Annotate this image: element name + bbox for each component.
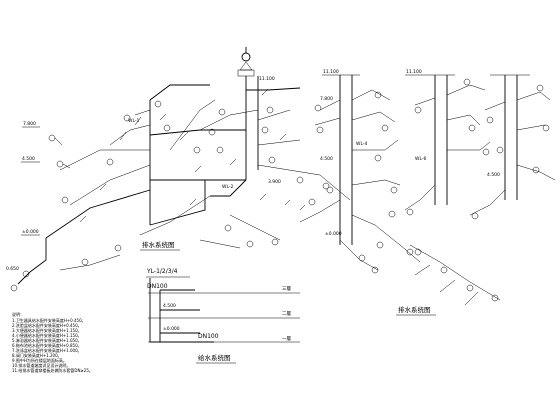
elevation-label: ±0.000 — [325, 231, 342, 237]
drawing-caption: 给水系统图 — [198, 353, 231, 362]
elevation-label: 4.500 — [163, 303, 176, 309]
vent-cap-icon — [237, 47, 255, 77]
elevation-label: 0.650 — [6, 266, 19, 272]
right-drainage-system: 11.100 WL-6 4.500 — [396, 69, 556, 316]
note-line: 11.给排水管道穿楼板处做防水套管DN≥25。 — [12, 367, 93, 373]
elevation-label: ±0.000 — [163, 326, 180, 332]
supply-riser-diagram: YL-1/2/3/4 DN100 4.500 ±0.000 DN100 三層 二… — [146, 268, 300, 364]
note-line: 2.洗脸盆给水配件安装高度H+0.450。 — [12, 322, 82, 328]
elevation-label: 4.500 — [487, 172, 500, 178]
elevation-label: 4.500 — [22, 156, 35, 162]
notes-heading: 说明： — [12, 311, 24, 317]
elevation-label: 3.900 — [268, 179, 281, 185]
left-drainage-system: 7.800 4.500 ±0.000 11.100 3.900 0.650 WL… — [6, 47, 351, 292]
pipe-tag: WL-4 — [356, 141, 368, 147]
pipe-tag: WL-2 — [222, 184, 234, 190]
note-line: 5.淋浴器给水配件安装高度H+1.050。 — [12, 337, 82, 343]
floor-label: 二層 — [282, 311, 291, 317]
trap-marker-icon — [406, 78, 550, 220]
floor-label: 三層 — [282, 286, 291, 292]
notes-block: 说明： 1.卫生器具给水配件安装高度H+0.450。 2.洗脸盆给水配件安装高度… — [12, 311, 93, 373]
middle-drainage-system: 11.100 WL-4 7.800 4.500 ±0.000 — [299, 69, 421, 274]
note-line: 1.卫生器具给水配件安装高度H+0.450。 — [12, 317, 86, 323]
note-line: 6.拖布池给水配件安装高度H+0.850。 — [12, 342, 82, 348]
note-line: 3.大便器给水配件安装高度H+1.150。 — [12, 327, 82, 333]
elevation-label: ±0.000 — [22, 229, 39, 235]
elevation-label: 7.800 — [23, 121, 36, 127]
note-line: 8.阀门安装高度H+1.200。 — [12, 352, 62, 358]
pipe-size-label: DN100 — [198, 333, 219, 340]
note-line: 7.洗涤盆给水配件安装高度H+1.000。 — [12, 347, 82, 353]
trap-marker-icon — [10, 100, 330, 292]
floor-label: 一層 — [282, 336, 291, 342]
drawing-caption: 排水系统图 — [398, 305, 431, 314]
pipe-tag: WL-1 — [128, 118, 140, 124]
fixture-stubs — [79, 88, 306, 223]
trap-marker-icon — [414, 248, 499, 302]
drawing-caption: 排水系统图 — [142, 240, 175, 249]
pipe-tag: WL-6 — [415, 156, 427, 162]
note-line: 4.小便器给水配件安装高度H+1.150。 — [12, 332, 82, 338]
elevation-label: 7.800 — [320, 96, 333, 102]
pipe-size-label: DN100 — [147, 283, 168, 290]
trap-marker-icon — [314, 91, 414, 274]
elevation-label: 4.500 — [320, 156, 333, 162]
riser-tag: YL-1/2/3/4 — [146, 268, 178, 275]
elevation-label: 11.100 — [406, 69, 422, 75]
elevation-label: 11.100 — [259, 76, 275, 82]
note-line: 9.图中H为所在楼层地面标高。 — [12, 357, 67, 363]
note-line: 10.排水管道坡度详见设计说明。 — [12, 362, 70, 368]
elevation-label: 11.100 — [323, 69, 339, 75]
